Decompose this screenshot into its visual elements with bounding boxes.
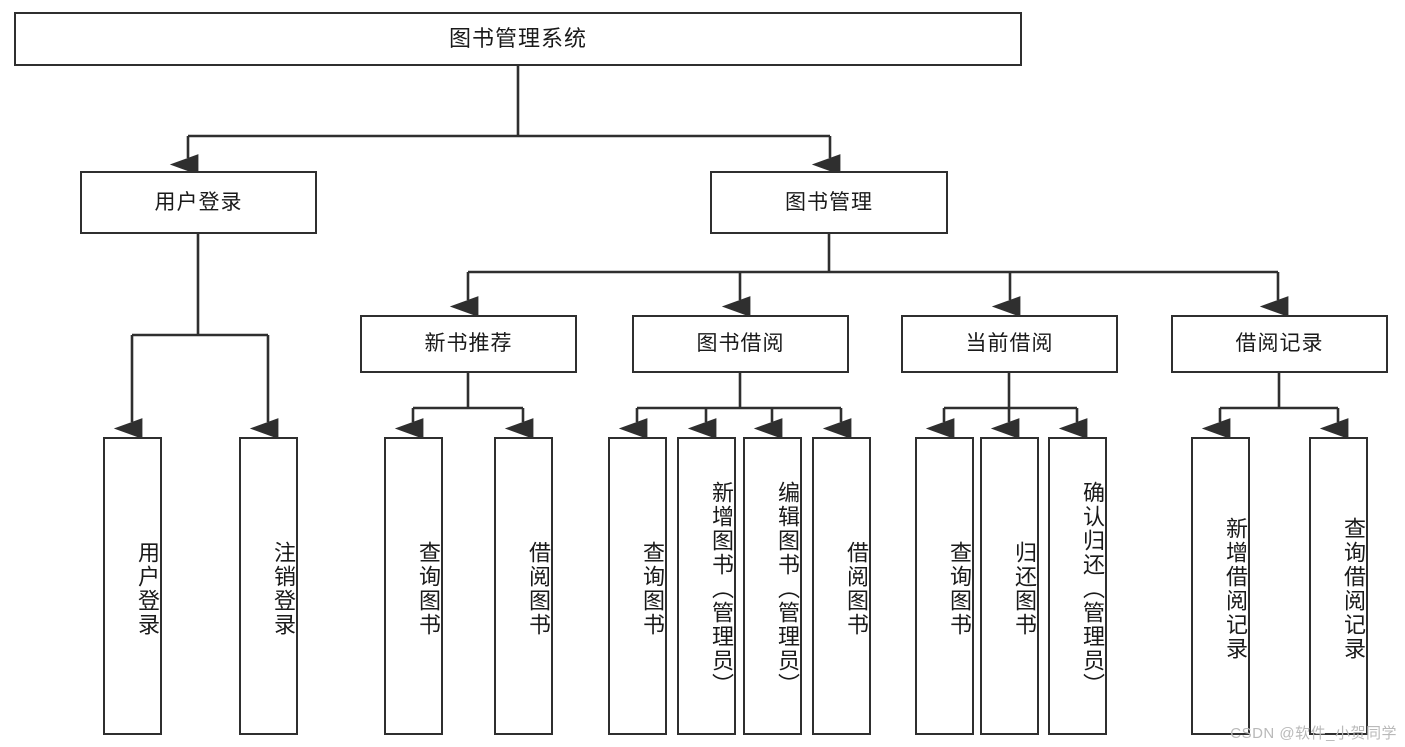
node-label: 用户登录 — [154, 190, 243, 214]
leaf-current-confirm-return-admin[interactable]: 确认归还（管理员） — [1048, 437, 1107, 735]
leaf-borrow-query-book[interactable]: 查询图书 — [608, 437, 667, 735]
node-label: 借阅图书 — [526, 541, 551, 637]
leaf-borrow-edit-book-admin[interactable]: 编辑图书（管理员） — [743, 437, 802, 735]
node-current-borrow[interactable]: 当前借阅 — [901, 315, 1118, 373]
node-label: 查询图书 — [640, 541, 665, 637]
node-label: 图书管理 — [785, 190, 873, 214]
leaf-recommend-borrow-book[interactable]: 借阅图书 — [494, 437, 553, 735]
leaf-recommend-query-book[interactable]: 查询图书 — [384, 437, 443, 735]
node-label: 确认归还（管理员） — [1080, 481, 1105, 697]
watermark: CSDN @软件_小贺同学 — [1230, 725, 1397, 742]
node-label: 查询图书 — [416, 541, 441, 637]
node-new-book-recommend[interactable]: 新书推荐 — [360, 315, 577, 373]
node-label: 新增借阅记录 — [1223, 517, 1248, 661]
node-label: 编辑图书（管理员） — [775, 481, 800, 697]
leaf-record-add-record[interactable]: 新增借阅记录 — [1191, 437, 1250, 735]
node-book-management[interactable]: 图书管理 — [710, 171, 948, 234]
leaf-user-login-signout[interactable]: 注销登录 — [239, 437, 298, 735]
node-label: 借阅图书 — [844, 541, 869, 637]
leaf-borrow-borrow-book[interactable]: 借阅图书 — [812, 437, 871, 735]
node-label: 图书借阅 — [696, 332, 785, 356]
node-label: 借阅记录 — [1235, 332, 1324, 356]
node-user-login[interactable]: 用户登录 — [80, 171, 317, 234]
node-label: 归还图书 — [1012, 541, 1037, 637]
node-label: 当前借阅 — [965, 332, 1054, 356]
node-label: 用户登录 — [135, 541, 160, 637]
leaf-borrow-add-book-admin[interactable]: 新增图书（管理员） — [677, 437, 736, 735]
leaf-record-query-record[interactable]: 查询借阅记录 — [1309, 437, 1368, 735]
node-label: 注销登录 — [271, 541, 296, 637]
leaf-current-return-book[interactable]: 归还图书 — [980, 437, 1039, 735]
node-label: 图书管理系统 — [448, 25, 587, 51]
node-borrow-record[interactable]: 借阅记录 — [1171, 315, 1388, 373]
node-label: 新增图书（管理员） — [709, 481, 734, 697]
node-label: 查询图书 — [947, 541, 972, 637]
node-root-book-management-system[interactable]: 图书管理系统 — [14, 12, 1022, 66]
node-label: 新书推荐 — [424, 332, 513, 356]
leaf-current-query-book[interactable]: 查询图书 — [915, 437, 974, 735]
leaf-user-login-signin[interactable]: 用户登录 — [103, 437, 162, 735]
node-book-borrow[interactable]: 图书借阅 — [632, 315, 849, 373]
node-label: 查询借阅记录 — [1341, 517, 1366, 661]
